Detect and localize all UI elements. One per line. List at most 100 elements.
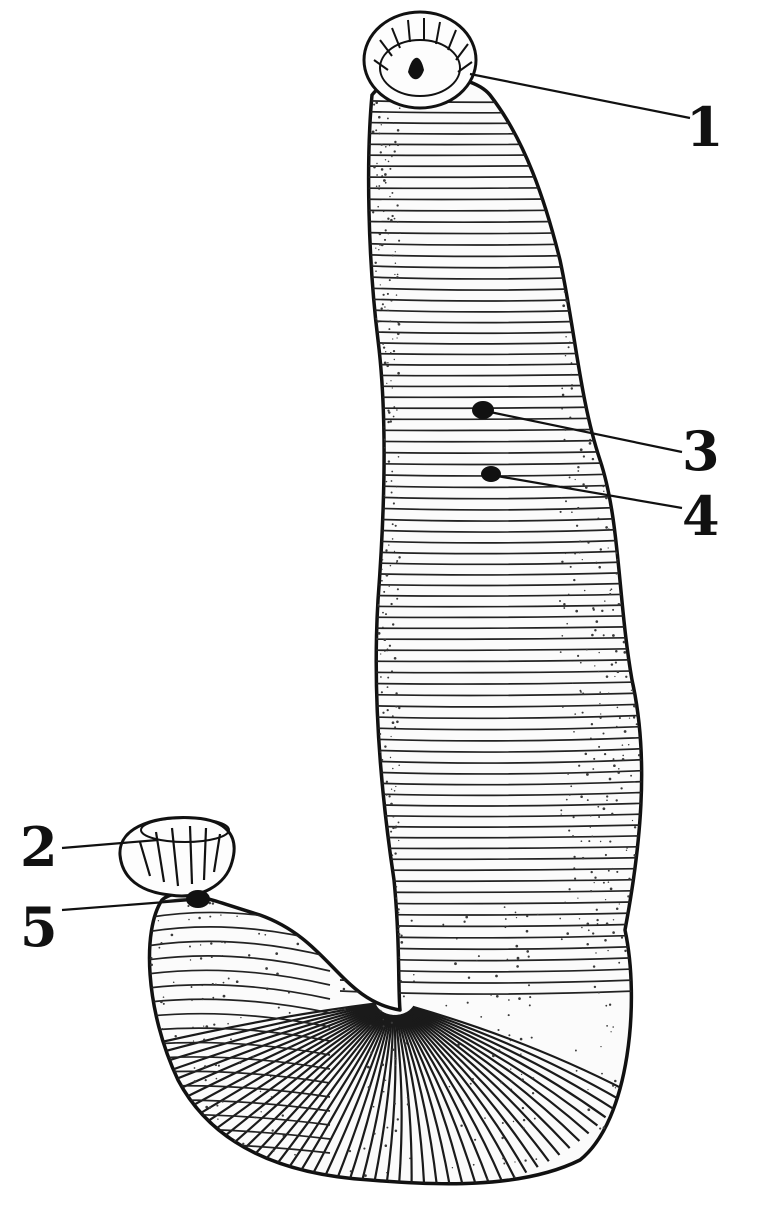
stipple-dot [598,671,599,672]
anterior-sucker-icon [364,12,476,108]
stipple-dot [616,799,618,801]
stipple-dot [390,757,391,758]
stipple-dot [571,362,573,364]
stipple-dot [598,992,600,994]
stipple-dot [632,820,633,821]
stipple-dot [395,958,397,960]
stipple-dot [609,778,612,781]
stipple-dot [565,500,567,502]
stipple-dot [523,1127,525,1129]
stipple-dot [392,254,394,256]
stipple-dot [399,107,401,109]
stipple-dot [390,420,392,422]
stipple-dot [587,383,589,385]
stipple-dot [574,713,576,715]
stipple-dot [276,972,279,975]
stipple-dot [382,294,384,296]
stipple-dot [398,556,400,558]
stipple-dot [608,319,610,321]
stipple-dot [385,1144,388,1147]
stipple-dot [343,1008,345,1010]
stipple-dot [219,1159,220,1160]
stipple-dot [582,259,584,261]
stipple-dot [592,932,594,934]
stipple-dot [507,959,509,961]
stipple-dot [390,831,392,833]
stipple-dot [382,943,383,944]
stipple-dot [384,239,386,241]
stipple-dot [635,429,637,431]
stipple-dot [158,947,160,949]
stipple-dot [186,1149,188,1151]
stipple-dot [613,377,615,379]
stipple-dot [508,1034,510,1036]
stipple-dot [282,1135,284,1137]
stipple-dot [378,509,380,511]
stipple-dot [393,406,395,408]
stipple-dot [635,676,636,677]
stipple-dot [583,455,585,457]
stipple-dot [592,768,594,770]
stipple-dot [151,1043,153,1045]
stipple-dot [629,470,630,471]
stipple-dot [569,417,571,419]
stipple-dot [457,1043,460,1046]
stipple-dot [387,309,389,311]
stipple-dot [398,240,400,242]
stipple-dot [627,445,629,447]
stipple-dot [529,996,531,998]
stipple-dot [638,445,639,446]
stipple-dot [603,807,606,810]
stipple-dot [622,744,624,746]
stipple-dot [379,233,382,236]
stipple-dot [615,402,618,405]
female-pore [481,466,501,482]
stipple-dot [388,328,390,330]
stipple-dot [626,384,628,386]
stipple-dot [158,920,159,921]
stipple-dot [197,1161,200,1164]
stipple-dot [579,552,581,554]
stipple-dot [635,260,637,262]
stipple-dot [398,926,400,928]
stipple-dot [386,794,388,796]
stipple-dot [468,977,470,979]
stipple-dot [394,790,396,792]
stipple-dot [374,262,376,264]
stipple-dot [618,962,620,964]
stipple-dot [452,1167,453,1168]
stipple-dot [599,691,601,693]
stipple-dot [384,306,386,308]
stipple-dot [585,753,588,756]
stipple-dot [612,931,615,934]
stipple-dot [295,1174,297,1176]
stipple-dot [632,511,634,513]
stipple-dot [389,196,390,197]
stipple-dot [356,1047,358,1049]
stipple-dot [202,998,204,1000]
label-5: 5 [20,895,58,959]
stipple-dot [291,1066,292,1067]
stipple-dot [383,915,385,917]
stipple-dot [403,995,405,997]
stipple-dot [373,435,375,437]
stipple-dot [609,841,611,843]
stipple-dot [580,662,582,664]
stipple-dot [290,1046,291,1047]
stipple-dot [520,1038,523,1041]
stipple-dot [396,294,397,295]
stipple-dot [615,1166,617,1168]
stipple-dot [378,133,380,135]
stipple-dot [381,1063,384,1066]
stipple-dot [572,683,573,684]
stipple-dot [500,1081,502,1083]
stipple-dot [606,284,608,286]
stipple-dot [271,1096,272,1097]
stipple-dot [240,1017,241,1018]
stipple-dot [192,1027,194,1029]
stipple-dot [574,878,576,880]
stipple-dot [609,291,611,293]
stipple-dot [615,1087,616,1088]
stipple-dot [521,1078,524,1081]
stipple-dot [381,175,383,177]
